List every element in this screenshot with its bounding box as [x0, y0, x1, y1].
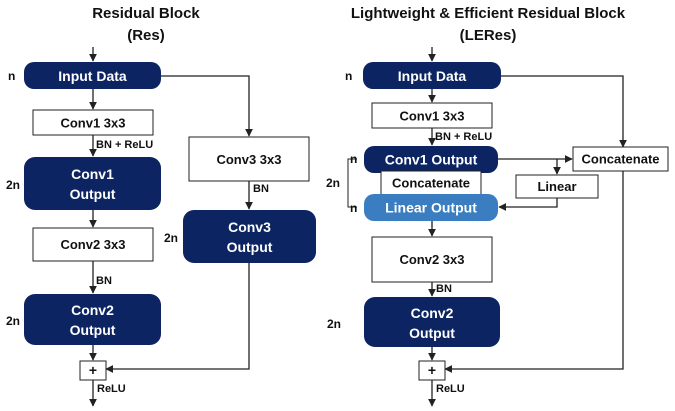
right-diagram: Lightweight & Efficient Residual Block (…	[326, 5, 669, 407]
left-conv2-node: Conv2 3x3	[32, 227, 154, 262]
left-conv1-node: Conv1 3x3	[32, 109, 154, 136]
right-conv1-output-label: Conv1 Output	[385, 152, 478, 168]
left-conv1-label: Conv1 3x3	[60, 116, 125, 131]
right-conv2-output-l2: Output	[409, 325, 455, 341]
left-conv1-output-l2: Output	[70, 186, 116, 202]
right-title: Lightweight & Efficient Residual Block	[351, 5, 626, 22]
right-n-conv2: 2n	[327, 317, 341, 331]
left-input-label: Input Data	[58, 68, 127, 84]
right-input-node: Input Data	[363, 62, 501, 89]
left-conv1-output-node: Conv1 Output	[24, 157, 161, 210]
arrow-out3-plus	[105, 263, 250, 373]
left-n-conv2: 2n	[6, 314, 20, 328]
r-bracket	[347, 158, 357, 208]
right-conv2-label: Conv2 3x3	[399, 252, 464, 267]
left-relu-label: ReLU	[97, 383, 126, 395]
right-n-conv1-out: n	[350, 152, 357, 166]
left-conv3-output-l1: Conv3	[228, 219, 271, 235]
right-conv2-node: Conv2 3x3	[371, 236, 493, 283]
right-plus-label: +	[428, 362, 436, 378]
left-conv2-output-l1: Conv2	[71, 302, 114, 318]
left-plus-label: +	[89, 362, 97, 378]
right-linear-label: Linear	[537, 179, 576, 194]
r-arrow-skip-concat	[501, 75, 627, 148]
left-diagram: Residual Block (Res) Input Data n Conv1 …	[6, 5, 316, 407]
right-input-label: Input Data	[398, 68, 467, 84]
r-arrow-linear-out	[498, 198, 558, 211]
right-concat-outer-node: Concatenate	[572, 146, 669, 172]
left-n-conv1: 2n	[6, 178, 20, 192]
right-plus-node: +	[418, 360, 446, 381]
right-n-bracket: 2n	[326, 176, 340, 190]
left-title: Residual Block	[92, 5, 200, 22]
right-subtitle: (LERes)	[460, 27, 517, 44]
right-n-input: n	[345, 69, 352, 83]
right-concat-inner-node: Concatenate	[380, 170, 482, 196]
left-act2-label: BN	[96, 275, 112, 287]
left-input-node: Input Data	[24, 62, 161, 89]
left-conv3-label: Conv3 3x3	[216, 152, 281, 167]
left-conv2-output-l2: Output	[70, 322, 116, 338]
left-act1-label: BN + ReLU	[96, 139, 153, 151]
left-conv2-label: Conv2 3x3	[60, 237, 125, 252]
right-act2-label: BN	[436, 283, 452, 295]
right-conv1-node: Conv1 3x3	[371, 102, 493, 129]
left-n-conv3: 2n	[164, 231, 178, 245]
left-act3-label: BN	[253, 183, 269, 195]
right-relu-label: ReLU	[436, 383, 465, 395]
right-concat-inner-label: Concatenate	[392, 176, 470, 191]
right-conv1-output-node: Conv1 Output	[364, 146, 498, 173]
right-act1-label: BN + ReLU	[435, 131, 492, 143]
left-n-input: n	[8, 69, 15, 83]
left-plus-node: +	[79, 360, 107, 381]
right-conv1-label: Conv1 3x3	[399, 109, 464, 124]
left-conv2-output-node: Conv2 Output	[24, 294, 161, 345]
left-conv3-node: Conv3 3x3	[188, 136, 310, 182]
right-linear-node: Linear	[515, 174, 599, 199]
left-subtitle: (Res)	[127, 27, 165, 44]
right-conv2-output-node: Conv2 Output	[364, 297, 500, 347]
right-conv2-output-l1: Conv2	[411, 305, 454, 321]
r-arrow-concat-plus	[444, 171, 624, 373]
left-conv1-output-l1: Conv1	[71, 166, 114, 182]
right-n-linear-out: n	[350, 201, 357, 215]
right-concat-outer-label: Concatenate	[581, 152, 659, 167]
arrow-skip-conv3	[160, 75, 253, 137]
left-conv3-output-l2: Output	[227, 239, 273, 255]
left-conv3-output-node: Conv3 Output	[183, 210, 316, 263]
right-linear-output-label: Linear Output	[385, 200, 477, 216]
right-linear-output-node: Linear Output	[364, 194, 498, 221]
